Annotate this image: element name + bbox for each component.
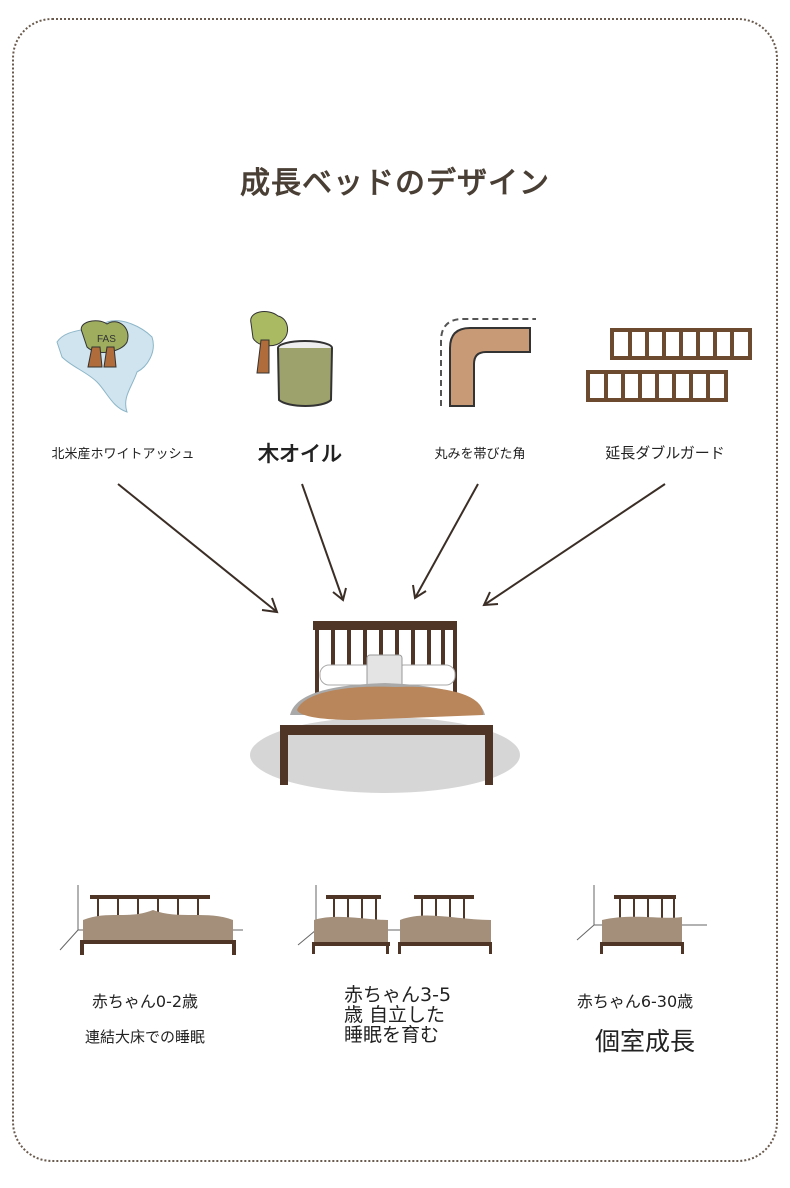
- svg-text:FAS: FAS: [97, 334, 116, 345]
- arrows: [117, 483, 666, 614]
- stage-3-bed-icon: [576, 885, 707, 954]
- feature-label-oil: 木オイル: [258, 442, 342, 466]
- feature-label-ash: 北米産ホワイトアッシュ: [51, 447, 195, 462]
- page-title: 成長ベッドのデザイン: [240, 166, 550, 201]
- arrow-4: [483, 483, 666, 606]
- double-guard-rail-icon: [586, 328, 752, 402]
- stage-2-bed-icon: [297, 885, 492, 954]
- feature-label-corner: 丸みを帯びた角: [434, 447, 526, 462]
- stage-2-caption: 赤ちゃん3-5歳 自立した睡眠を育む: [344, 984, 452, 1046]
- stage-3-desc: 個室成長: [594, 1027, 695, 1056]
- card-frame: [12, 18, 778, 1162]
- rounded-corner-icon: [440, 318, 536, 407]
- feature-label-guard: 延長ダブルガード: [605, 444, 725, 462]
- bed-illustration: [250, 621, 520, 793]
- stage-1-age: 赤ちゃん0-2歳: [91, 992, 199, 1011]
- stage-1-desc: 連結大床での睡眠: [84, 1028, 205, 1046]
- tree-oil-can-icon: [250, 311, 333, 407]
- stage-1-bed-icon: [59, 885, 243, 955]
- arrow-1: [117, 483, 278, 613]
- arrow-2: [301, 483, 344, 601]
- arrow-3: [414, 483, 479, 599]
- stage-3-age: 赤ちゃん6-30歳: [576, 992, 694, 1011]
- north-america-map-trees-icon: FAS: [56, 320, 154, 413]
